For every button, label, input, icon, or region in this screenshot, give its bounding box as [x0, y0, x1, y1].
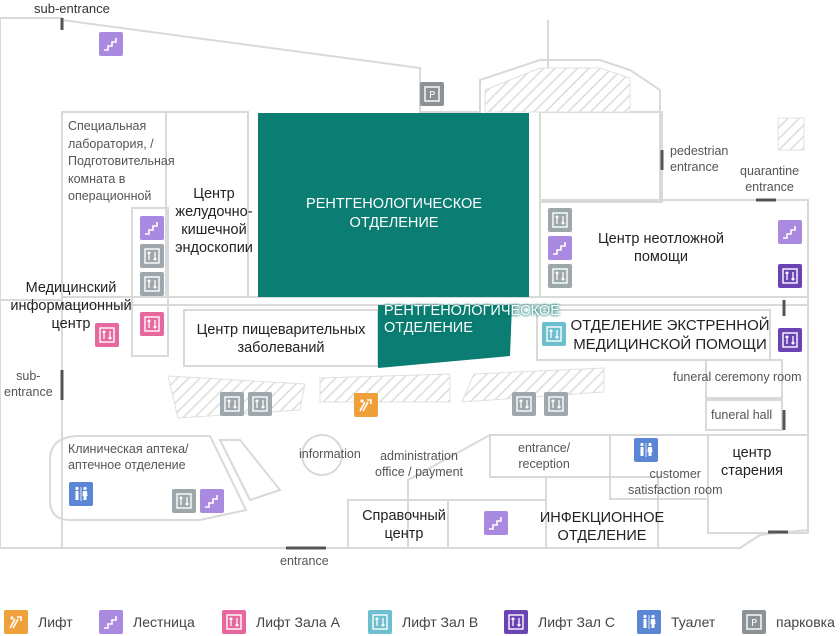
gi-endoscopy-center-label: Центр желудочно- кишечной эндоскопии	[175, 186, 253, 256]
lift-icon	[354, 393, 378, 417]
aging-center-label: центр старения	[721, 445, 783, 479]
legend-label: парковка	[776, 614, 835, 630]
legend-item-lift-a: Лифт Зала А	[222, 608, 340, 636]
lift-b-icon	[542, 322, 566, 346]
lift-a-icon	[140, 312, 164, 336]
digestive-center-label: Центр пищеварительных заболеваний	[196, 322, 366, 356]
stairs-icon	[99, 610, 123, 634]
stairs-icon	[140, 216, 164, 240]
svg-text:P: P	[429, 90, 435, 101]
sub-entrance-top-label: sub-entrance	[34, 1, 110, 16]
legend-label: Туалет	[671, 614, 716, 630]
toilet-icon	[634, 438, 658, 462]
legend: Лифт Лестница Лифт Зала А Лифт Зал В Лифт За…	[0, 608, 840, 636]
parking-icon: P	[742, 610, 766, 634]
legend-label: Лифт Зала А	[256, 614, 340, 630]
radiology-main-block	[258, 113, 529, 297]
radiology-small-block	[378, 305, 512, 368]
elevator-icon	[140, 244, 164, 268]
lift-a-icon	[95, 323, 119, 347]
elevator-icon	[512, 392, 536, 416]
lift-icon	[4, 610, 28, 634]
toilet-icon	[637, 610, 661, 634]
legend-label: Лифт Зал С	[538, 614, 615, 630]
legend-label: Лестница	[133, 614, 195, 630]
stairs-icon	[99, 32, 123, 56]
svg-text:P: P	[751, 618, 757, 629]
sub-entrance-left-label: sub- entrance	[4, 369, 53, 399]
entrance-reception-label: entrance/ reception	[518, 441, 571, 471]
entrance-bottom-label: entrance	[280, 554, 329, 568]
elevator-icon	[140, 272, 164, 296]
emergency-center-label: Центр неотложной помощи	[597, 231, 725, 265]
clinical-pharmacy-label: Клиническая аптека/ аптечное отделение	[68, 442, 189, 472]
customer-satisfaction-room-label: customer satisfaction room	[628, 467, 723, 497]
pedestrian-entrance-label: pedestrian entrance	[670, 144, 729, 174]
elevator-icon	[544, 392, 568, 416]
stairs-icon	[548, 236, 572, 260]
help-center-label: Справочный центр	[362, 508, 446, 542]
toilet-icon	[69, 482, 93, 506]
lift-c-icon	[778, 264, 802, 288]
stairs-icon	[484, 511, 508, 535]
radiology-small-label: РЕНТГЕНОЛОГИЧЕСКОЕ ОТДЕЛЕНИЕ	[384, 303, 560, 336]
elevator-icon	[172, 489, 196, 513]
quarantine-entrance-label: quarantine entrance	[740, 164, 800, 194]
elevator-icon	[248, 392, 272, 416]
legend-item-lift-b: Лифт Зал В	[368, 608, 478, 636]
legend-item-stairs: Лестница	[99, 608, 195, 636]
lift-c-icon	[504, 610, 528, 634]
funeral-hall-label: funeral hall	[711, 408, 773, 422]
information-label: information	[299, 447, 361, 461]
stairs-icon	[778, 220, 802, 244]
parking-icon: P	[420, 82, 444, 106]
infectious-dept-label: ИНФЕКЦИОННОЕ ОТДЕЛЕНИЕ	[539, 510, 665, 544]
floor-plan-outline	[0, 17, 809, 550]
legend-item-lift: Лифт	[4, 608, 73, 636]
lift-b-icon	[368, 610, 392, 634]
lift-a-icon	[222, 610, 246, 634]
medical-info-center-label: Медицинский информационный центр	[10, 280, 132, 332]
elevator-icon	[548, 264, 572, 288]
legend-label: Лифт Зал В	[402, 614, 479, 630]
special-lab-label: Специальная лаборатория, / Подготовитель…	[68, 119, 175, 203]
lift-c-icon	[778, 328, 802, 352]
elevator-icon	[548, 208, 572, 232]
elevator-icon	[220, 392, 244, 416]
legend-item-lift-c: Лифт Зал С	[504, 608, 615, 636]
stairs-icon	[200, 489, 224, 513]
funeral-ceremony-room-label: funeral ceremony room	[673, 370, 802, 384]
legend-label: Лифт	[38, 614, 73, 630]
admin-office-label: administration office / payment	[375, 449, 464, 479]
radiology-main-label: РЕНТГЕНОЛОГИЧЕСКОЕ ОТДЕЛЕНИЕ	[306, 196, 482, 231]
legend-item-toilet: Туалет	[637, 608, 715, 636]
emergency-dept-label: ОТДЕЛЕНИЕ ЭКСТРЕННОЙ МЕДИЦИНСКОЙ ПОМОЩИ	[570, 317, 770, 353]
